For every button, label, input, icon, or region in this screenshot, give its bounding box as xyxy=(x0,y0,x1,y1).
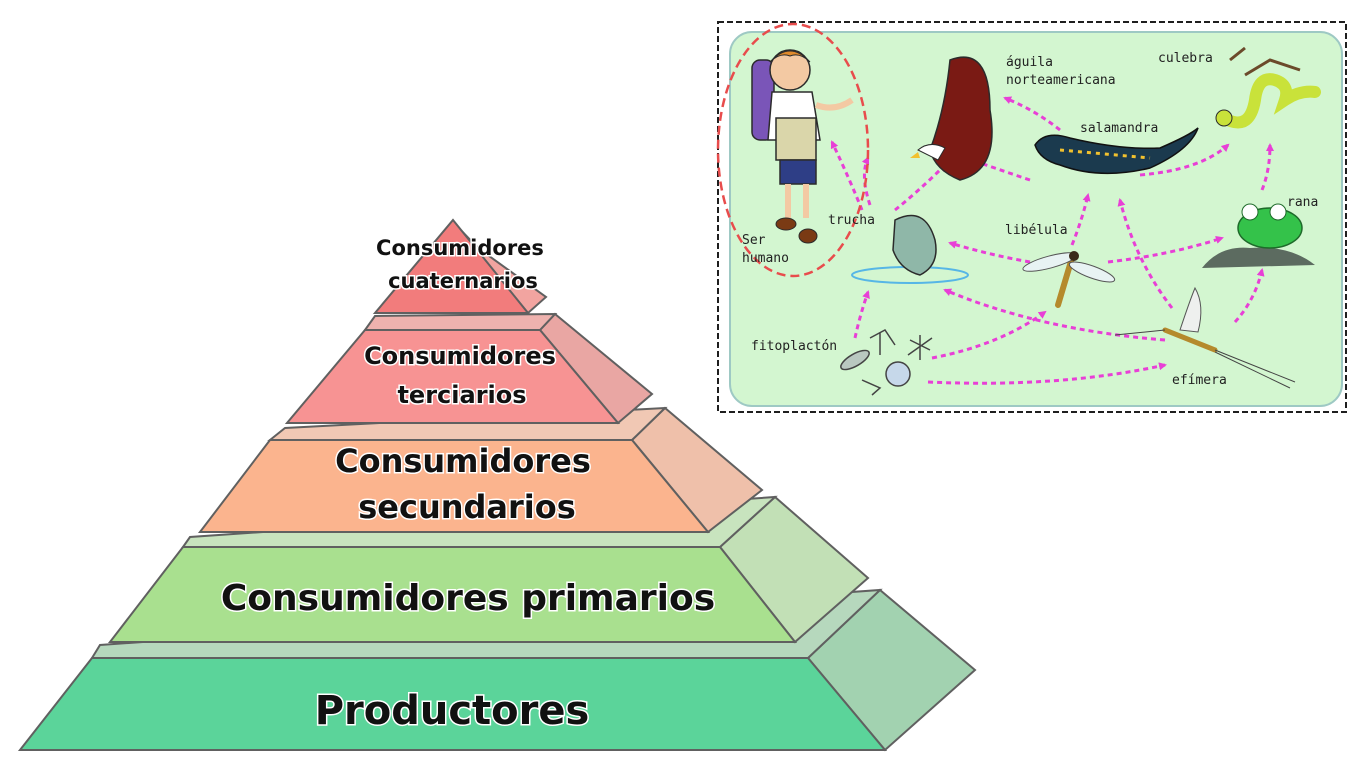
label-phytoplankton: fitoplactón xyxy=(751,339,837,354)
dragonfly-figure xyxy=(1022,251,1116,308)
pyramid-level-terciarios: Consumidores terciarios xyxy=(284,312,654,425)
label-trout: trucha xyxy=(828,213,875,228)
pyramid-level-cuaternarios: Consumidores cuaternarios xyxy=(372,218,548,315)
label-eagle-line2: norteamericana xyxy=(1006,73,1116,88)
label-dragonfly: libélula xyxy=(1005,223,1068,238)
label-snake: culebra xyxy=(1158,51,1213,66)
label-human-line2: humano xyxy=(742,251,789,266)
trout-figure xyxy=(851,214,969,284)
label-frog: rana xyxy=(1287,195,1318,210)
level-label-terciarios-line1: Consumidores xyxy=(364,342,556,370)
trophic-pyramid: Productores Consumidores primarios Consu… xyxy=(17,218,977,752)
human-figure xyxy=(751,49,854,244)
level-label-productores: Productores xyxy=(315,688,590,734)
level-label-cuaternarios-line1: Consumidores xyxy=(376,236,544,260)
level-label-primarios: Consumidores primarios xyxy=(221,578,715,619)
food-web-illustration: Ser humano águila norteamericana culebra… xyxy=(716,21,1347,413)
mayfly-figure xyxy=(1114,286,1296,389)
label-human-line1: Ser xyxy=(742,233,766,248)
level-label-cuaternarios-line2: cuaternarios xyxy=(388,269,538,293)
label-salamander: salamandra xyxy=(1080,121,1158,136)
pyramid-level-secundarios: Consumidores secundarios xyxy=(197,406,764,534)
label-mayfly: efímera xyxy=(1172,373,1227,388)
label-eagle-line1: águila xyxy=(1006,55,1053,70)
level-label-secundarios-line2: secundarios xyxy=(358,488,576,526)
salamander-figure xyxy=(1034,127,1199,175)
level-label-secundarios-line1: Consumidores xyxy=(335,442,591,480)
snake-figure xyxy=(1215,46,1321,129)
frog-figure xyxy=(1202,203,1315,268)
eagle-figure xyxy=(910,56,993,181)
level-label-terciarios-line2: terciarios xyxy=(397,381,526,409)
human-highlight-circle xyxy=(716,22,870,278)
phytoplankton-figure xyxy=(840,329,933,396)
